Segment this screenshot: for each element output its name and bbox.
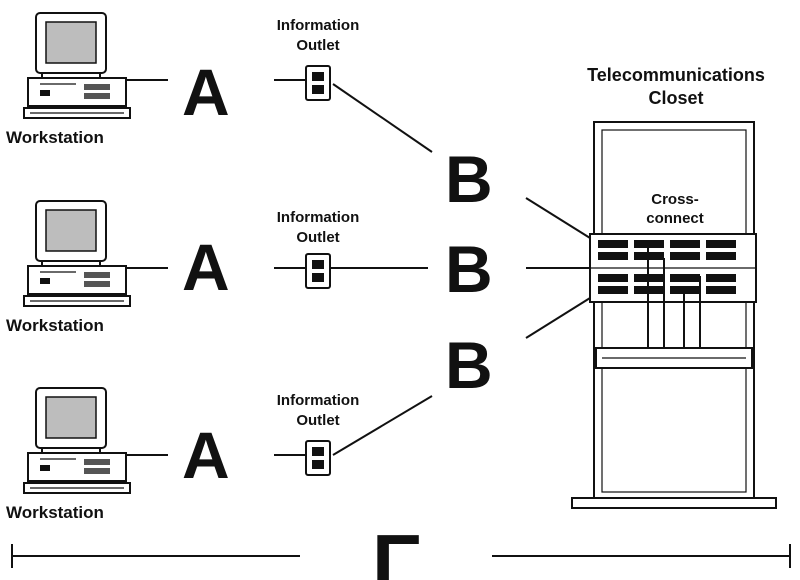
outlet-icon xyxy=(305,253,331,289)
crossconnect-label: Cross- xyxy=(651,191,699,208)
link-label-b: B xyxy=(445,232,493,306)
span-line xyxy=(11,544,791,568)
workstation-label: Workstation xyxy=(6,316,104,335)
workstation-2: Workstation A Information Outlet xyxy=(6,200,428,335)
closet-title: Telecommunications xyxy=(587,65,765,85)
outlet-icon xyxy=(305,440,331,476)
computer-icon xyxy=(23,200,131,307)
crossconnect-label: connect xyxy=(646,210,704,227)
patch-panel xyxy=(589,233,757,303)
computer-icon xyxy=(23,387,131,494)
segment-label-a: A xyxy=(182,55,230,129)
outlet-label: Information xyxy=(277,392,360,409)
link-label-b: B xyxy=(445,142,493,216)
segment-label-a: A xyxy=(182,418,230,492)
outlet-icon xyxy=(305,65,331,101)
closet-title: Closet xyxy=(648,88,703,108)
workstation-3: Workstation A Information Outlet xyxy=(6,387,360,522)
equipment-shelf xyxy=(595,347,753,369)
outlet-label: Information xyxy=(277,209,360,226)
outlet-label: Outlet xyxy=(296,37,339,54)
workstation-label: Workstation xyxy=(6,128,104,147)
computer-icon xyxy=(23,12,131,119)
closet-rack xyxy=(571,121,777,509)
segment-label-a: A xyxy=(182,230,230,304)
outlet-label: Information xyxy=(277,17,360,34)
link-label-b: B xyxy=(445,328,493,402)
outlet-label: Outlet xyxy=(296,412,339,429)
workstation-label: Workstation xyxy=(6,503,104,522)
outlet-label: Outlet xyxy=(296,229,339,246)
span-label: Γ xyxy=(372,518,420,580)
workstation-1: Workstation A Information Outlet xyxy=(6,12,360,147)
